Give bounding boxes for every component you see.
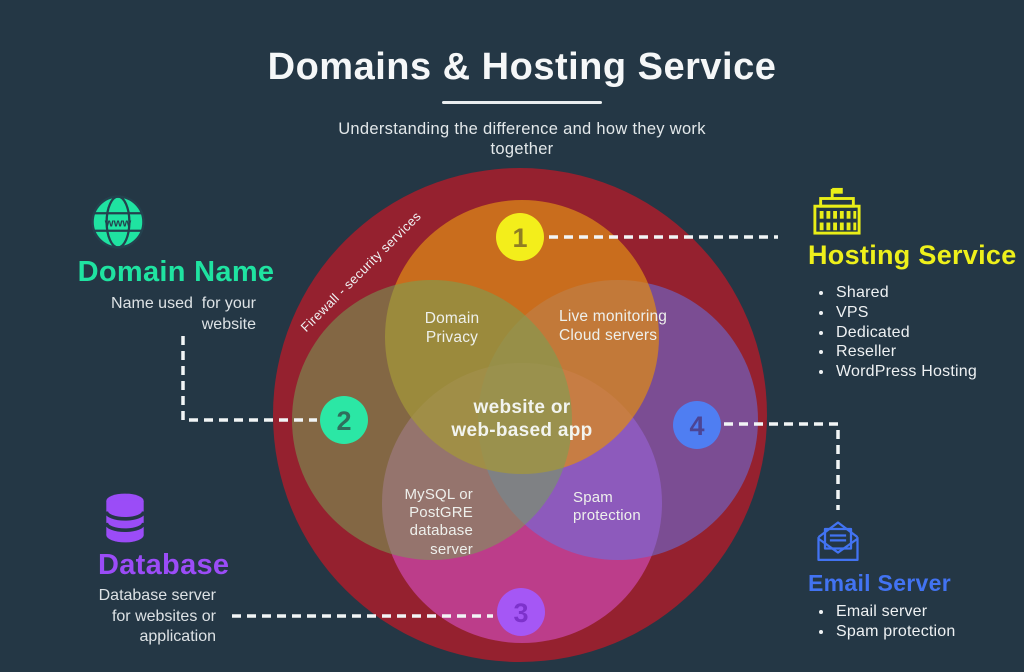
region-line: PostGRE: [409, 504, 473, 522]
email-server-heading: Email Server: [808, 570, 951, 596]
region-line: protection: [573, 507, 641, 525]
hosting-service-heading: Hosting Service: [808, 240, 1017, 270]
subtitle-line: Understanding the difference and how the…: [338, 120, 706, 138]
region-line: Cloud servers: [559, 327, 658, 344]
desc-line: Name used for your: [111, 295, 256, 312]
email-envelope-icon: [812, 516, 864, 568]
region-label-domain-privacy: Domain Privacy: [392, 309, 512, 347]
region-label-spam: Spam protection: [573, 489, 713, 525]
region-line: Privacy: [425, 329, 479, 346]
title-underline: [442, 101, 602, 104]
hosting-service-list: SharedVPSDedicatedResellerWordPress Host…: [812, 283, 977, 382]
page-subtitle: Understanding the difference and how the…: [0, 119, 1024, 159]
database-icon: [99, 491, 151, 545]
list-item: Reseller: [834, 342, 977, 362]
region-line: Live monitoring: [559, 308, 668, 325]
badge-1-number: 1: [512, 223, 527, 253]
region-label-live-monitoring: Live monitoring Cloud servers: [559, 307, 719, 345]
desc-line: website: [201, 315, 256, 333]
connector-email: [724, 422, 840, 510]
badge-1: 1: [496, 213, 544, 261]
badge-3-number: 3: [513, 598, 528, 628]
center-line: web-based app: [451, 420, 593, 441]
region-line: Domain: [424, 310, 480, 327]
region-label-mysql: MySQL or PostGRE database server: [333, 486, 473, 559]
list-item: Email server: [834, 602, 956, 622]
badge-2-number: 2: [336, 406, 351, 436]
venn-center-label: website or web-based app: [422, 396, 622, 442]
region-line: server: [430, 540, 473, 558]
connector-domain: [181, 336, 317, 422]
subtitle-line: together: [490, 140, 554, 158]
list-item: Dedicated: [834, 323, 977, 343]
venn-circle-domain: [292, 280, 572, 560]
region-line: database: [409, 522, 473, 540]
badge-2: 2: [320, 396, 368, 444]
desc-line: for websites or: [111, 607, 216, 625]
badge-3: 3: [497, 588, 545, 636]
list-item: VPS: [834, 303, 977, 323]
domain-name-heading: Domain Name: [77, 256, 275, 288]
database-heading: Database: [98, 549, 230, 581]
page-title: Domains & Hosting Service: [267, 46, 777, 88]
hosting-building-icon: [806, 186, 868, 236]
badge-4-number: 4: [689, 411, 704, 441]
list-item: Shared: [834, 283, 977, 303]
badge-4: 4: [673, 401, 721, 449]
center-line: website or: [473, 397, 571, 418]
desc-line: Database server: [98, 587, 216, 604]
list-item: WordPress Hosting: [834, 362, 977, 382]
list-item: Spam protection: [834, 622, 956, 642]
database-description: Database server for websites or applicat…: [26, 586, 216, 648]
svg-text:www: www: [104, 217, 132, 229]
globe-www-icon: www: [90, 194, 146, 250]
region-line: MySQL or: [404, 486, 473, 503]
domain-name-description: Name used for your website: [66, 294, 256, 335]
desc-line: application: [139, 628, 217, 645]
region-line: Spam: [573, 489, 613, 506]
